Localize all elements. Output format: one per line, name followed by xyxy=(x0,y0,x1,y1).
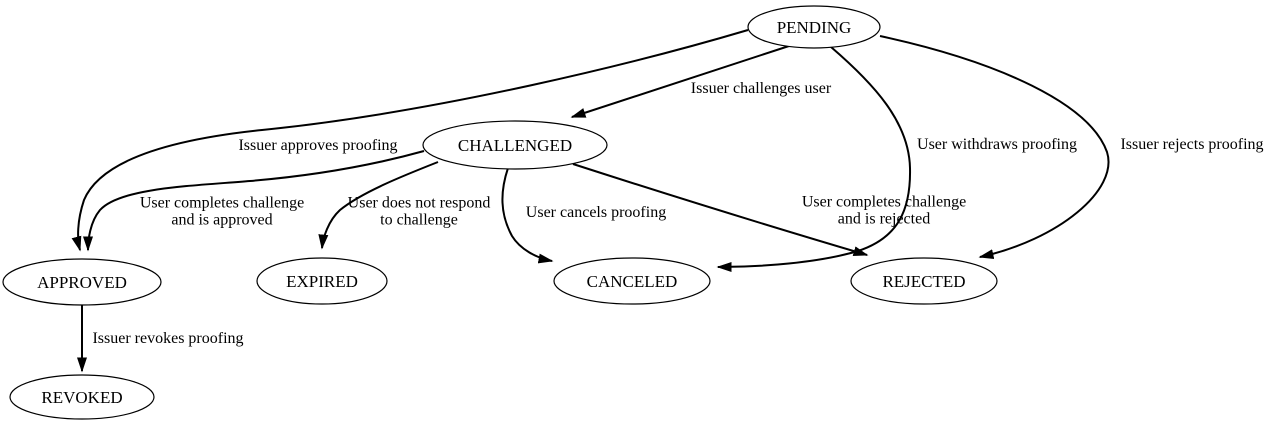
state-node-approved: APPROVED xyxy=(2,258,162,306)
state-node-rejected: REJECTED xyxy=(850,257,998,305)
edge-challenged-to-approved xyxy=(83,150,425,252)
state-ellipse-rejected xyxy=(850,257,998,305)
state-ellipse-pending xyxy=(747,5,881,49)
edge-challenged-to-expired xyxy=(318,161,439,250)
edge-pending-to-canceled xyxy=(716,46,912,272)
state-ellipse-revoked xyxy=(9,374,155,420)
edge-label-challenged-to-canceled: User cancels proofing xyxy=(526,204,666,221)
state-ellipse-canceled xyxy=(553,257,711,305)
state-ellipse-expired xyxy=(256,257,388,305)
state-label-expired: EXPIRED xyxy=(286,272,358,291)
state-node-pending: PENDING xyxy=(747,5,881,49)
state-ellipse-challenged xyxy=(422,120,608,170)
edge-pending-to-challenged xyxy=(570,45,790,118)
state-label-rejected: REJECTED xyxy=(882,272,965,291)
state-ellipse-approved xyxy=(2,258,162,306)
state-node-revoked: REVOKED xyxy=(9,374,155,420)
state-label-revoked: REVOKED xyxy=(41,388,122,407)
edge-pending-to-rejected xyxy=(879,35,1110,260)
state-node-expired: EXPIRED xyxy=(256,257,388,305)
edge-label-pending-to-rejected: Issuer rejects proofing xyxy=(1120,136,1263,153)
state-node-canceled: CANCELED xyxy=(553,257,711,305)
edge-label-pending-to-challenged: Issuer challenges user xyxy=(691,80,832,97)
state-label-approved: APPROVED xyxy=(37,273,127,292)
edge-challenged-to-rejected xyxy=(572,163,869,256)
nodes-layer: PENDING CHALLENGED APPROVED EXPIRED CANCELED… xyxy=(2,5,998,420)
state-label-challenged: CHALLENGED xyxy=(458,136,572,155)
edge-challenged-to-canceled xyxy=(501,167,554,264)
edge-label-pending-to-approved: Issuer approves proofing xyxy=(238,137,397,154)
state-label-pending: PENDING xyxy=(777,18,852,37)
state-node-challenged: CHALLENGED xyxy=(422,120,608,170)
edge-label-pending-to-canceled: User withdraws proofing xyxy=(917,136,1077,153)
state-label-canceled: CANCELED xyxy=(587,272,678,291)
edge-label-approved-to-revoked: Issuer revokes proofing xyxy=(92,330,243,347)
edge-pending-to-approved xyxy=(71,29,749,252)
